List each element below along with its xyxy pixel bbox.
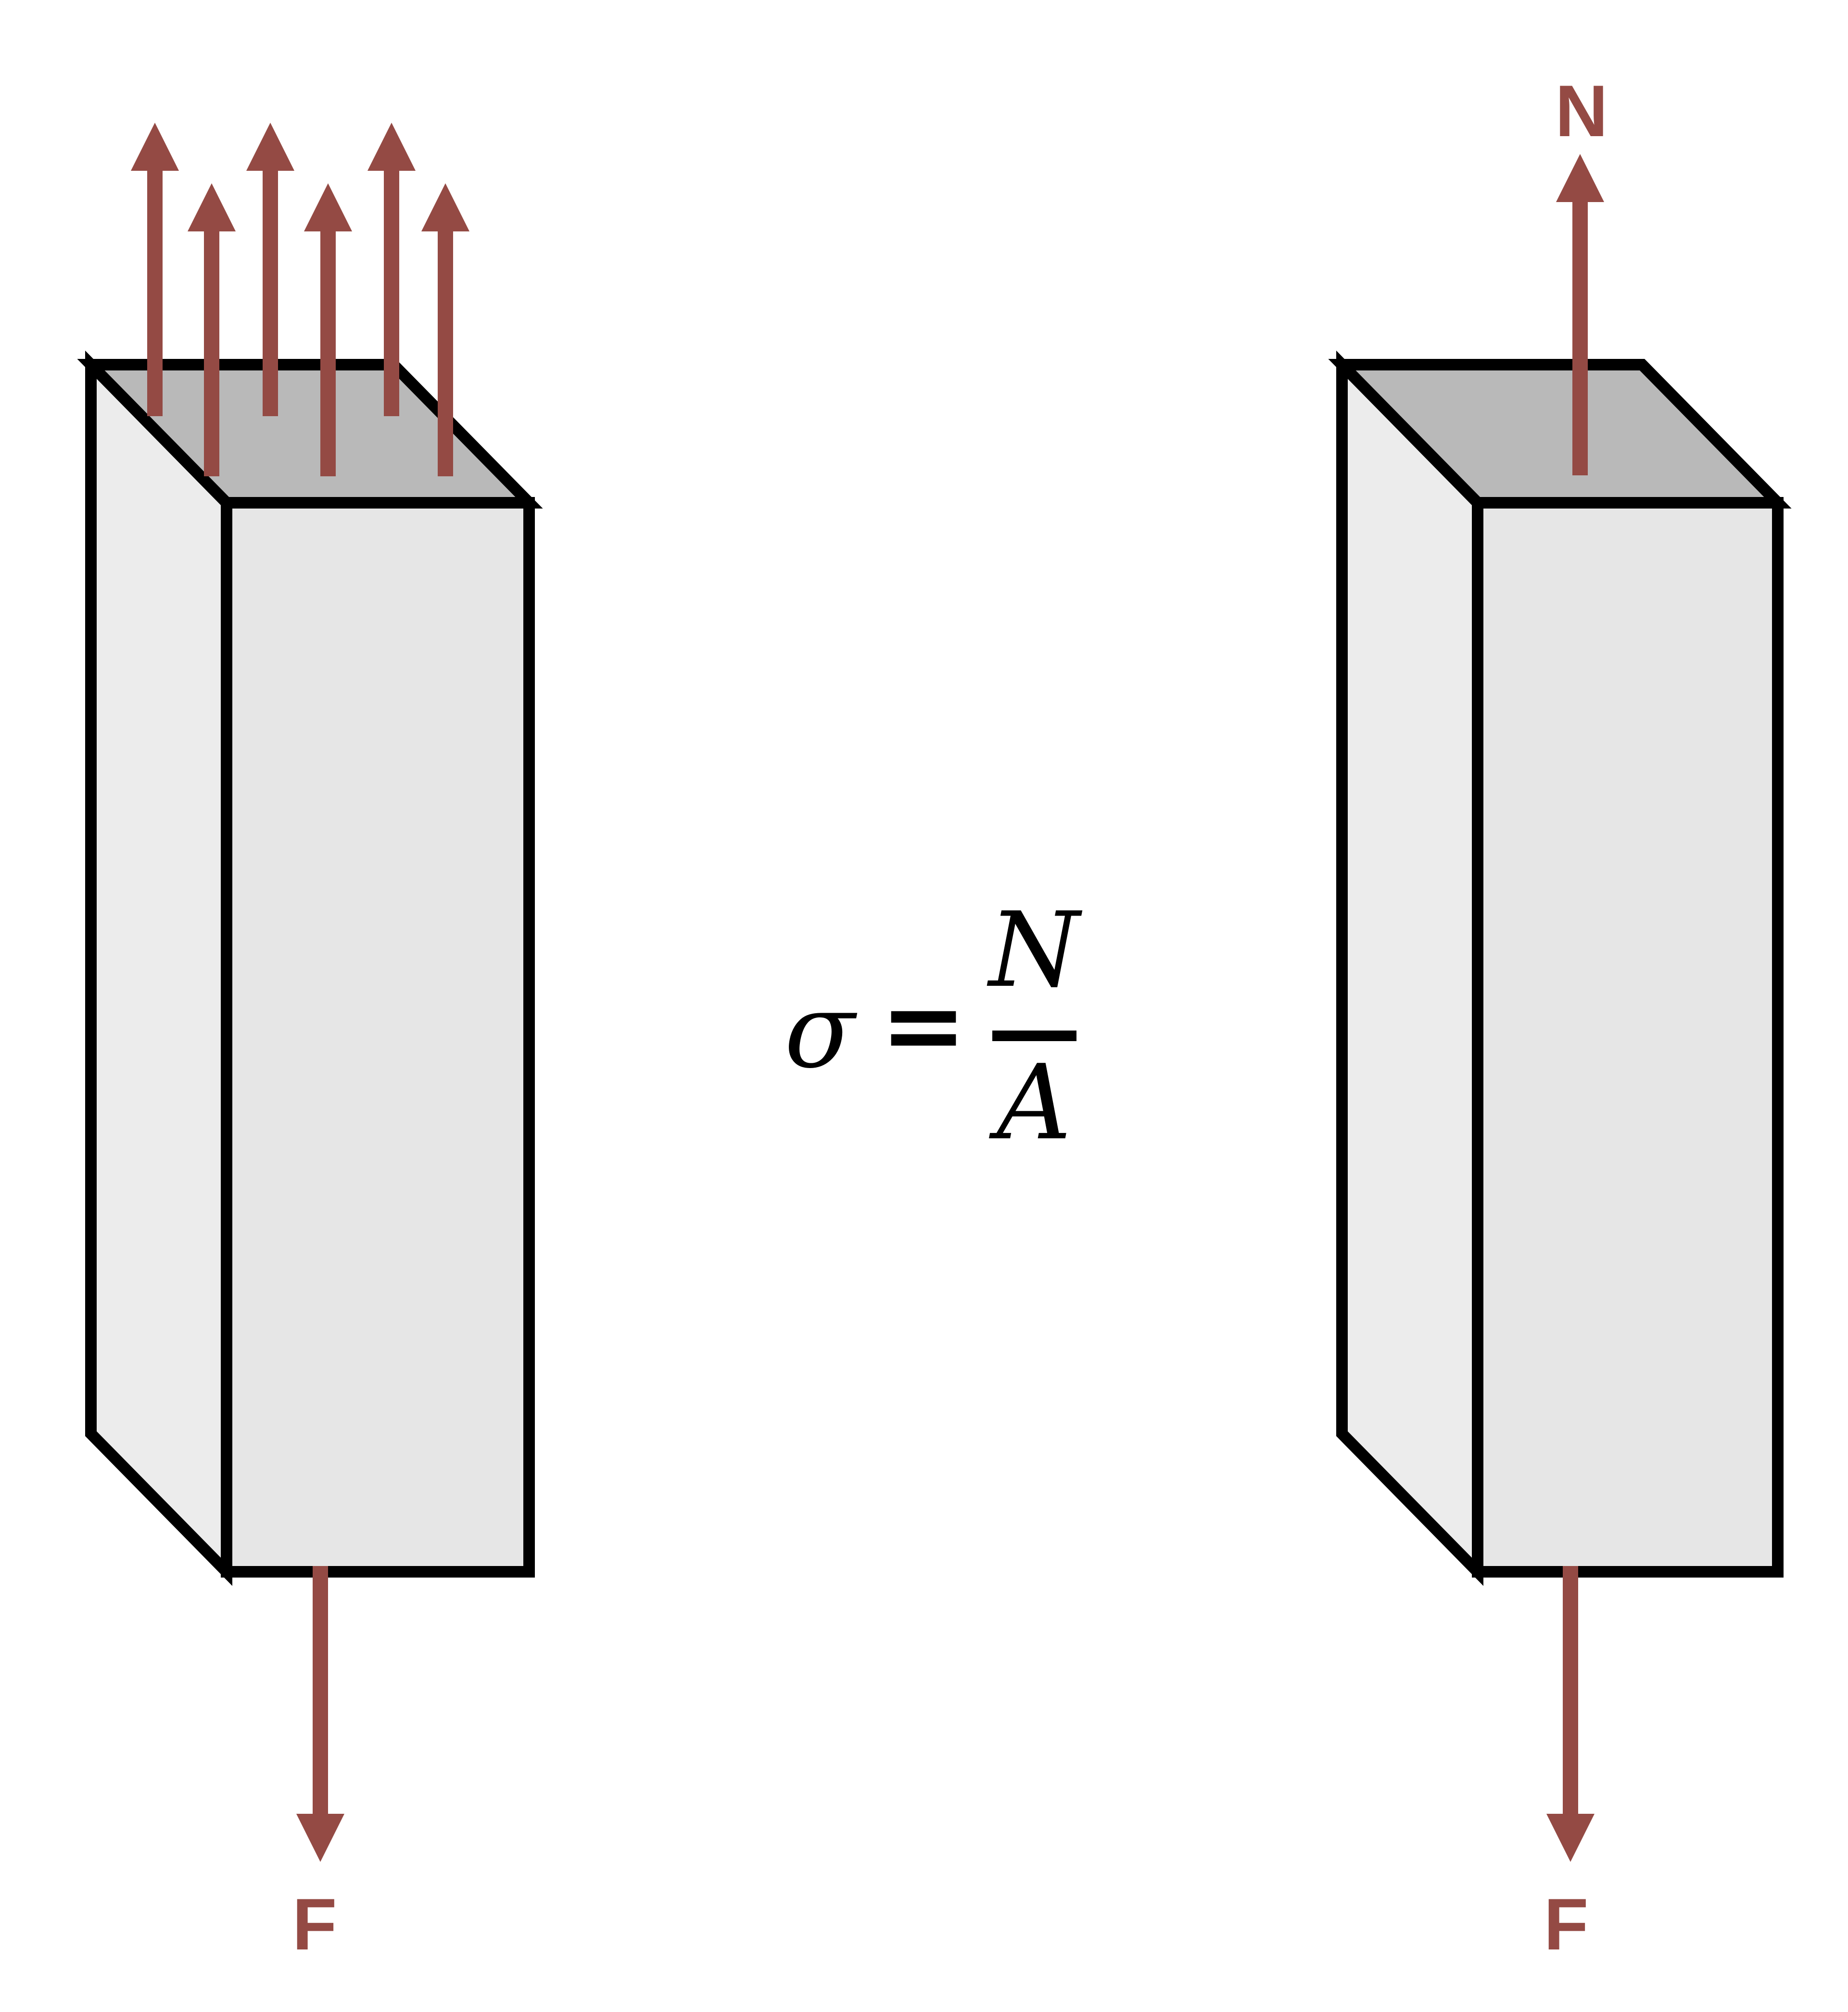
stress-arrow-up-icon xyxy=(246,123,294,416)
fraction-bar xyxy=(992,1031,1076,1041)
left-bar-side-face xyxy=(85,350,232,1586)
left-bar xyxy=(77,350,543,1586)
normal-force-arrow-up-icon xyxy=(1556,154,1604,475)
right-bar-front-face xyxy=(1472,497,1784,1578)
right-bar-normal-force-label: N xyxy=(1555,70,1608,152)
stress-formula: σ = N A xyxy=(785,890,1083,1163)
distributed-stress-arrows xyxy=(131,123,469,476)
applied-force-arrow-down-icon xyxy=(296,1566,344,1862)
left-bar-front-face xyxy=(221,497,535,1578)
formula-equals: = xyxy=(880,964,967,1085)
formula-numerator: N xyxy=(987,890,1083,1010)
stress-arrow-up-icon xyxy=(367,123,416,416)
formula-denominator: A xyxy=(988,1042,1071,1163)
applied-force-arrow-down-icon xyxy=(1546,1566,1595,1862)
right-bar-force-label: F xyxy=(1544,1884,1589,1965)
stress-arrow-up-icon xyxy=(188,183,236,476)
stress-arrow-up-icon xyxy=(421,183,469,476)
stress-arrow-up-icon xyxy=(304,183,352,476)
formula-sigma: σ xyxy=(785,970,858,1091)
right-bar-side-face xyxy=(1336,350,1483,1586)
stress-arrow-up-icon xyxy=(131,123,179,416)
right-bar xyxy=(1328,350,1792,1586)
left-bar-force-label: F xyxy=(292,1884,337,1965)
